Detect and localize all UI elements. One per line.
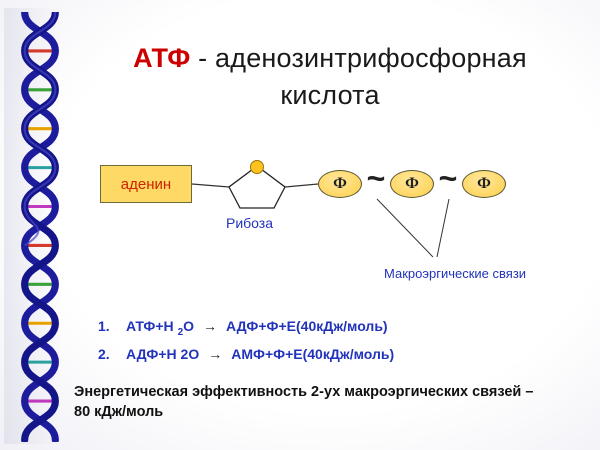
equation-number: 1.: [98, 318, 110, 334]
phosphate-label: Ф: [405, 175, 419, 192]
ribose-shape: [228, 165, 286, 209]
phosphate-ellipse-3: Ф: [462, 170, 506, 198]
equation-rhs: АДФ+Ф+Е(40кДж/моль): [226, 318, 388, 334]
title-line1: АТФ - аденозинтрифосфорная: [70, 40, 590, 77]
dna-helix-image: [21, 12, 59, 442]
phosphate-ellipse-2: Ф: [390, 170, 434, 198]
equation-rhs: АМФ+Ф+Е(40кДж/моль): [231, 346, 395, 362]
macro-bonds-label: Макроэргические связи: [384, 266, 527, 281]
phosphate-label: Ф: [477, 175, 491, 192]
reaction-arrow: →: [208, 346, 223, 362]
title-accent: АТФ: [133, 43, 191, 73]
ribose-circle: [250, 160, 264, 174]
equation-row-1: 1. АТФ+Н 2О → АДФ+Ф+Е(40кДж/моль): [98, 318, 394, 346]
footer-text: Энергетическая эффективность 2-ух макроэ…: [74, 384, 534, 421]
ribose-label: Рибоза: [226, 215, 274, 231]
slide-title: АТФ - аденозинтрифосфорная кислота: [70, 40, 590, 114]
bond-tilde-2: ~: [438, 160, 458, 196]
adenine-label: аденин: [120, 175, 172, 193]
phosphate-label: Ф: [333, 175, 347, 192]
equation-lhs: АДФ+Н 2О: [126, 346, 200, 362]
phosphate-ellipse-1: Ф: [318, 170, 362, 198]
adenine-box: аденин: [100, 165, 192, 203]
equation-row-2: 2. АДФ+Н 2О → АМФ+Ф+Е(40кДж/моль): [98, 346, 394, 374]
bond-tilde-1: ~: [366, 160, 386, 196]
equation-number: 2.: [98, 346, 110, 362]
reaction-arrow: →: [203, 318, 218, 334]
equations-block: 1. АТФ+Н 2О → АДФ+Ф+Е(40кДж/моль) 2. АДФ…: [98, 318, 394, 374]
title-line2: кислота: [280, 80, 380, 110]
title-rest: - аденозинтрифосфорная: [190, 43, 527, 73]
dna-helix-strip: [4, 8, 68, 444]
equation-lhs: АТФ+Н 2О: [126, 318, 195, 338]
